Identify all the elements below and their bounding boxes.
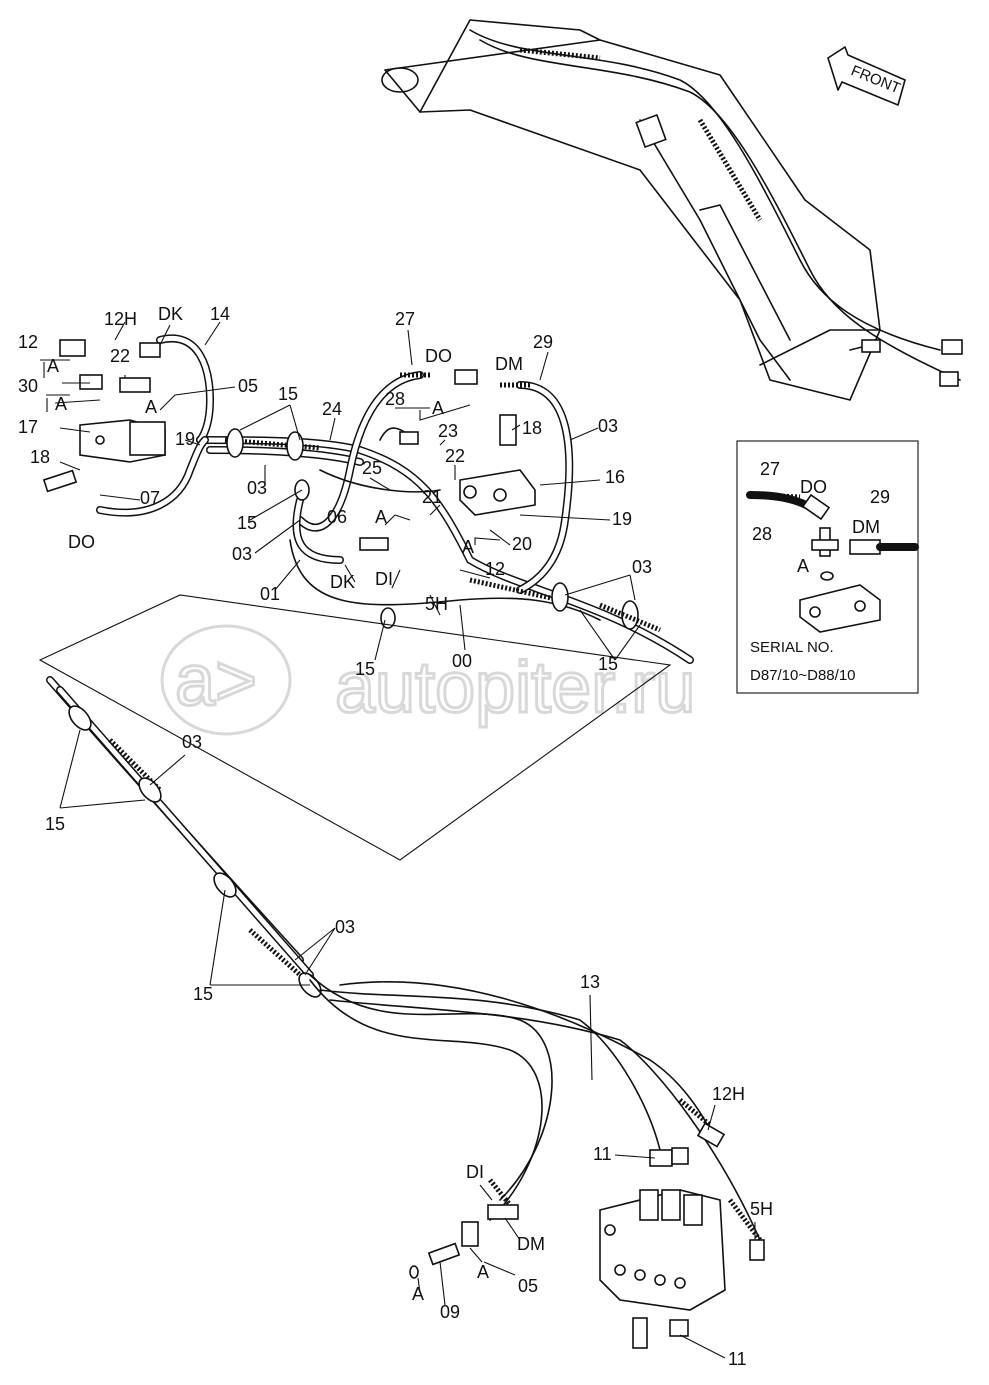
label-27: 27 [395, 309, 415, 329]
label-14: 14 [210, 304, 230, 324]
label-03: 03 [247, 478, 267, 498]
watermark: a> autopiter.ru [160, 624, 697, 736]
label-09: 09 [440, 1302, 460, 1322]
label-dm: DM [495, 354, 523, 374]
label-22: 22 [110, 346, 130, 366]
label-do: DO [425, 346, 452, 366]
detail-frame [38, 594, 672, 861]
lower-fittings [409, 1122, 765, 1349]
label-dk: DK [330, 572, 355, 592]
leader-lines [40, 321, 756, 1359]
label-a: A [412, 1284, 424, 1304]
label-15: 15 [278, 384, 298, 404]
label-03: 03 [598, 416, 618, 436]
label-15: 15 [237, 513, 257, 533]
label-24: 24 [322, 399, 342, 419]
inset-label-27: 27 [760, 459, 780, 479]
control-valve [599, 1189, 726, 1311]
label-03: 03 [632, 557, 652, 577]
inset-label-do: DO [800, 477, 827, 497]
label-00: 00 [452, 651, 472, 671]
label-16: 16 [605, 467, 625, 487]
label-18: 18 [522, 418, 542, 438]
label-05: 05 [518, 1276, 538, 1296]
watermark-text: autopiter.ru [335, 648, 695, 728]
label-12h: 12H [712, 1084, 745, 1104]
label-20: 20 [512, 534, 532, 554]
label-a: A [55, 394, 67, 414]
label-03: 03 [335, 917, 355, 937]
serial-title: SERIAL NO. [750, 639, 834, 656]
valve-block-16 [359, 369, 536, 551]
label-11: 11 [593, 1144, 612, 1164]
label-15: 15 [45, 814, 65, 834]
label-19: 19 [612, 509, 632, 529]
serial-range: D87/10~D88/10 [750, 667, 856, 684]
label-a: A [432, 398, 444, 418]
valve-block-17 [42, 339, 166, 493]
label-do: DO [68, 532, 95, 552]
label-28: 28 [385, 389, 405, 409]
label-a: A [47, 356, 59, 376]
watermark-logo: a> [175, 641, 257, 721]
label-12: 12 [485, 559, 505, 579]
callout-labels: 12 A 30 A 17 18 DO 12H DK 22 14 A 05 15 … [18, 304, 773, 1369]
label-23: 23 [438, 421, 458, 441]
label-15: 15 [193, 984, 213, 1004]
label-19: 19 [175, 429, 195, 449]
label-dm: DM [517, 1234, 545, 1254]
label-21: 21 [422, 487, 442, 507]
label-29: 29 [533, 332, 553, 352]
label-18: 18 [30, 447, 50, 467]
inset-label-28: 28 [752, 524, 772, 544]
lower-hose-run [46, 676, 762, 1242]
label-di: DI [466, 1162, 484, 1182]
label-a: A [477, 1262, 489, 1282]
inset-label-dm: DM [852, 517, 880, 537]
label-11: 11 [728, 1349, 747, 1369]
label-06: 06 [327, 507, 347, 527]
label-12h: 12H [104, 309, 137, 329]
label-01: 01 [260, 584, 280, 604]
label-05: 05 [238, 376, 258, 396]
label-a: A [375, 507, 387, 527]
label-5h: 5H [750, 1199, 773, 1219]
label-13: 13 [580, 972, 600, 992]
label-15: 15 [598, 654, 618, 674]
label-30: 30 [18, 376, 38, 396]
label-07: 07 [140, 488, 160, 508]
label-dk: DK [158, 304, 183, 324]
label-25: 25 [362, 458, 382, 478]
front-arrow: FRONT [827, 46, 906, 106]
mid-hose-assembly [96, 334, 694, 664]
label-15: 15 [355, 659, 375, 679]
label-22: 22 [445, 446, 465, 466]
inset-label-a: A [797, 556, 809, 576]
label-03: 03 [182, 732, 202, 752]
serial-inset: 27 DO 29 DM 28 A SERIAL NO. D87/10~D88/1… [736, 440, 919, 694]
label-03: 03 [232, 544, 252, 564]
label-17: 17 [18, 417, 38, 437]
label-a: A [462, 537, 474, 557]
inset-label-29: 29 [870, 487, 890, 507]
boom-illustration [381, 19, 963, 401]
label-di: DI [375, 569, 393, 589]
label-5h: 5H [425, 594, 448, 614]
label-a: A [145, 397, 157, 417]
label-12: 12 [18, 332, 38, 352]
